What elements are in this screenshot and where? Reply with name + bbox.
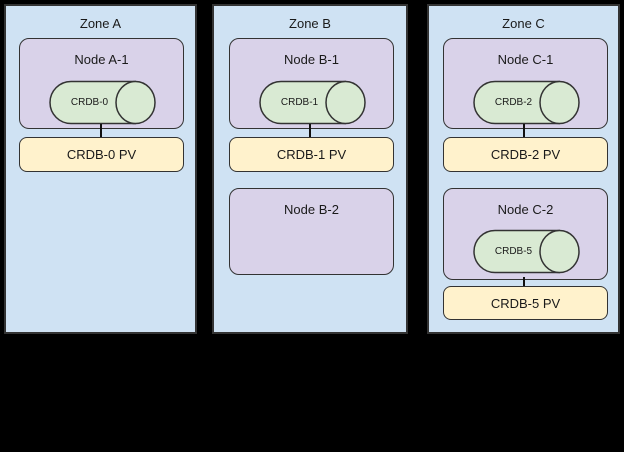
zone-a-label: Zone A [79, 16, 122, 31]
zone-b: Zone B Node B-1 CRDB-1 CRDB-1 PV Node B-… [212, 4, 408, 334]
database-cylinder-icon [472, 80, 580, 125]
node-a1-label: Node A-1 [74, 52, 129, 67]
connector-crdb5-pv [522, 277, 525, 289]
connector-crdb2-pv [522, 124, 525, 142]
crdb-5-label: CRDB-5 [494, 246, 533, 257]
crdb-2-pv-label: CRDB-2 PV [490, 147, 561, 162]
node-c1: Node C-1 CRDB-2 [443, 38, 608, 129]
crdb-5-pod: CRDB-5 [472, 229, 580, 274]
node-b2-label: Node B-2 [284, 202, 339, 217]
crdb-5-pv-box: CRDB-5 PV [443, 286, 608, 320]
zone-a: Zone A Node A-1 CRDB-0 CRDB-0 PV [4, 4, 197, 334]
node-b1-label: Node B-1 [284, 52, 339, 67]
zone-b-label: Zone B [289, 16, 331, 31]
crdb-1-label: CRDB-1 [280, 97, 319, 108]
connector-crdb1-pv [309, 124, 311, 142]
crdb-2-pod: CRDB-2 [472, 80, 580, 125]
node-b1: Node B-1 CRDB-1 [229, 38, 394, 129]
crdb-0-pv-label: CRDB-0 PV [66, 147, 137, 162]
node-a1: Node A-1 CRDB-0 [19, 38, 184, 129]
crdb-1-pod: CRDB-1 [258, 80, 366, 125]
node-b2: Node B-2 [229, 188, 394, 275]
crdb-2-label: CRDB-2 [494, 97, 533, 108]
zone-c-label: Zone C [502, 16, 545, 31]
node-c2: Node C-2 CRDB-5 [443, 188, 608, 280]
connector-crdb0-pv [99, 124, 102, 142]
database-cylinder-icon [48, 80, 156, 125]
crdb-2-pv-box: CRDB-2 PV [443, 137, 608, 172]
crdb-1-pv-box: CRDB-1 PV [229, 137, 394, 172]
node-c1-label: Node C-1 [497, 52, 554, 67]
database-cylinder-icon [472, 229, 580, 274]
crdb-5-pv-label: CRDB-5 PV [490, 295, 561, 311]
crdb-1-pv-label: CRDB-1 PV [276, 147, 347, 162]
zone-c: Zone C Node C-1 CRDB-2 CRDB-2 PV Node C-… [427, 4, 620, 334]
crdb-0-pod: CRDB-0 [48, 80, 156, 125]
crdb-0-label: CRDB-0 [70, 97, 109, 108]
crdb-0-pv-box: CRDB-0 PV [19, 137, 184, 172]
database-cylinder-icon [258, 80, 366, 125]
node-c2-label: Node C-2 [497, 202, 554, 217]
